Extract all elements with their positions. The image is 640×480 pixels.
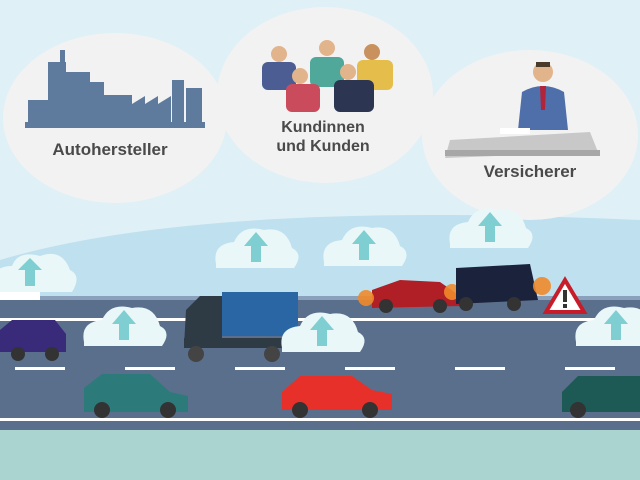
customers-label: Kundinnen und Kunden (258, 118, 388, 156)
manufacturer-label-text: Autohersteller (52, 140, 168, 159)
van-icon (456, 264, 551, 311)
car-icon (562, 376, 640, 418)
customers-label-line2: und Kunden (276, 138, 370, 156)
warning-triangle-icon (542, 276, 588, 314)
people-group-icon (262, 40, 393, 112)
upload-cloud-icon (281, 312, 365, 352)
car-icon (282, 376, 392, 418)
upload-cloud-icon (323, 226, 407, 266)
upload-cloud-icon (215, 228, 299, 268)
manufacturer-label: Autohersteller (30, 140, 190, 160)
upload-cloud-icon (449, 208, 533, 248)
factory-icon (25, 50, 205, 128)
road-edge-top (0, 296, 640, 300)
roadside (0, 430, 640, 480)
insurer-label-text: Versicherer (483, 162, 577, 181)
customers-label-line1: Kundinnen (281, 119, 365, 136)
businessman-desk-icon (445, 62, 600, 158)
upload-cloud-icon (83, 306, 167, 346)
insurer-label: Versicherer (455, 162, 605, 182)
road-edge-bottom (0, 418, 640, 421)
truck-icon (184, 292, 298, 362)
car-icon (84, 374, 188, 418)
car-icon (0, 320, 66, 361)
upload-cloud-icon (575, 306, 640, 346)
bubble-insurer (422, 50, 638, 220)
upload-cloud-icon (0, 253, 77, 300)
bubble-customers (217, 7, 433, 183)
